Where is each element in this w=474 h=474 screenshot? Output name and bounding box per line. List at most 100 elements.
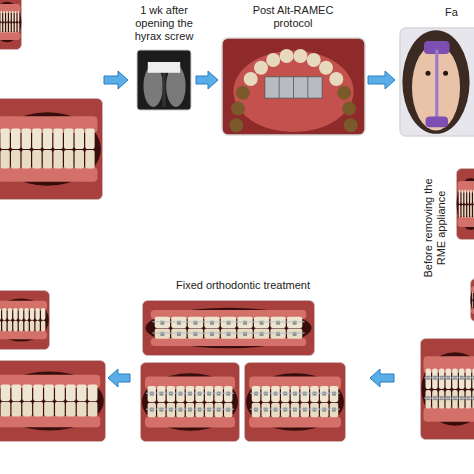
mouth: [0, 112, 101, 185]
tooth: [43, 150, 52, 168]
tooth: [329, 72, 343, 86]
tooth: [0, 11, 2, 22]
tooth: [467, 205, 469, 218]
tooth: [2, 321, 6, 332]
mouth: [246, 373, 344, 431]
tooth: [13, 321, 17, 332]
archwire: [250, 409, 340, 410]
tooth: [148, 386, 156, 402]
tooth: [254, 329, 269, 339]
tooth: [8, 321, 12, 332]
tooth: [307, 53, 321, 67]
panel-heading: Post Alt-RAMEC protocol: [238, 4, 348, 30]
intraoral-photo: [470, 278, 474, 322]
archwire: [424, 377, 474, 378]
photo-frame: [222, 38, 365, 135]
mouth: [145, 308, 311, 348]
tooth: [214, 386, 222, 402]
bracket: [193, 321, 197, 325]
tooth: [6, 23, 8, 33]
flow-arrow: [370, 369, 394, 387]
tooth: [464, 205, 466, 218]
vertical-caption: Before removing the RME appliance: [422, 170, 452, 286]
bracket: [243, 321, 247, 325]
photo-frame: [420, 338, 474, 440]
gum: [0, 167, 97, 181]
bracket: [177, 332, 181, 336]
tooth: [3, 11, 5, 22]
tooth: [11, 402, 21, 417]
mouth: [0, 371, 104, 430]
tooth: [252, 403, 261, 417]
photo-content: [420, 338, 474, 440]
bracket: [260, 332, 264, 336]
tooth: [271, 403, 280, 417]
tooth: [15, 23, 17, 33]
tooth: [254, 61, 268, 75]
tooth: [452, 369, 457, 389]
tooth: [22, 129, 31, 149]
tooth: [0, 308, 1, 320]
tooth: [205, 386, 213, 402]
tooth: [53, 150, 62, 168]
photo-frame: [244, 362, 346, 442]
photo-content: [0, 98, 103, 200]
tooth: [64, 129, 73, 149]
tooth: [244, 72, 258, 86]
photo-frame: [0, 0, 22, 50]
tooth: [66, 402, 76, 417]
tooth: [171, 317, 186, 328]
tooth: [9, 23, 11, 33]
tooth: [8, 308, 12, 320]
mouth: [421, 352, 474, 425]
archwire: [250, 393, 340, 394]
mouth: [0, 2, 21, 42]
tooth: [35, 321, 39, 332]
tooth: [280, 49, 294, 63]
tooth: [452, 390, 457, 408]
tooth: [176, 386, 184, 402]
bracket: [160, 332, 164, 336]
archwire: [424, 398, 474, 399]
tooth: [22, 150, 31, 168]
face: [412, 44, 460, 130]
mouth: [142, 373, 238, 431]
tooth: [30, 321, 34, 332]
tooth: [12, 11, 14, 22]
tooth: [473, 291, 474, 300]
tooth: [75, 129, 84, 149]
photo-content: [456, 168, 474, 240]
tooth: [214, 403, 222, 417]
bracket: [177, 321, 181, 325]
tooth: [22, 385, 32, 401]
tooth: [426, 390, 431, 408]
tooth: [310, 403, 319, 417]
tooth: [88, 402, 98, 417]
tooth: [41, 321, 45, 332]
intraoral-photo: [456, 168, 474, 240]
tooth: [473, 205, 474, 218]
flow-arrow: [104, 71, 128, 89]
tooth: [55, 402, 65, 417]
eye: [443, 71, 448, 76]
tooth: [287, 329, 302, 339]
tooth: [466, 369, 471, 389]
gum: [0, 331, 47, 339]
photo-content: [0, 290, 50, 350]
tooth: [261, 403, 270, 417]
bracket: [276, 332, 280, 336]
flow-arrow: [368, 71, 395, 89]
tooth: [291, 403, 300, 417]
panel-heading: Before removing the RME appliance: [422, 172, 448, 284]
tooth: [459, 390, 464, 408]
tooth: [224, 403, 232, 417]
tooth: [271, 386, 280, 402]
tooth: [472, 390, 474, 408]
tooth: [12, 23, 14, 33]
tooth: [459, 369, 464, 389]
tooth: [342, 102, 356, 116]
photo-panel: Fa: [395, 6, 474, 136]
archwire: [152, 321, 304, 322]
tooth: [237, 317, 252, 328]
